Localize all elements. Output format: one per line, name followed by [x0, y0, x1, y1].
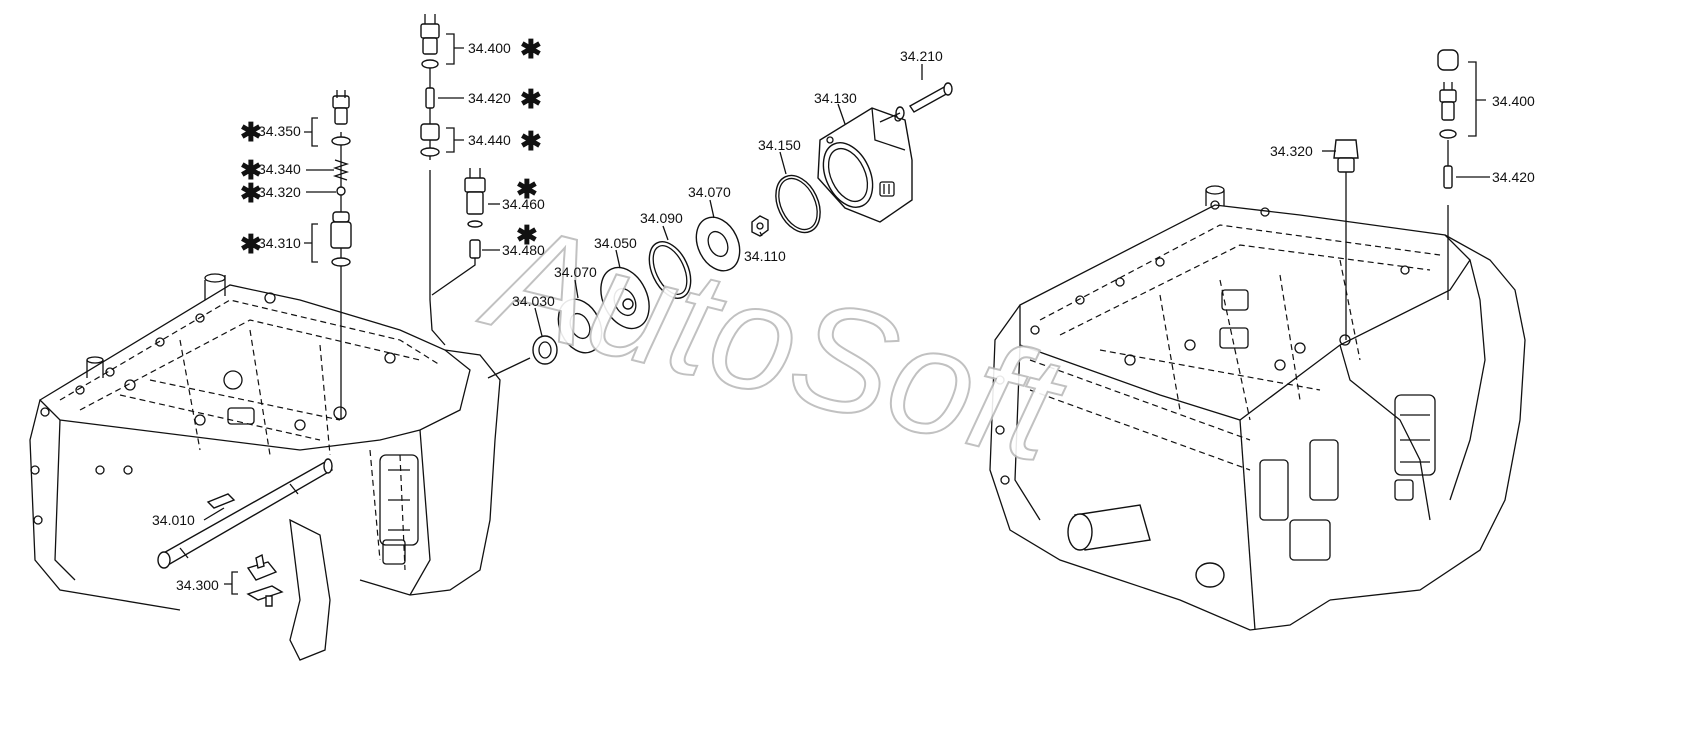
- label-34440: 34.440: [468, 132, 511, 148]
- label-34090: 34.090: [640, 210, 683, 226]
- star-icon: ✱: [240, 117, 262, 147]
- left-sensor-stack: [330, 90, 352, 420]
- label-34400-right: 34.400: [1492, 93, 1535, 109]
- label-34420-right: 34.420: [1492, 169, 1535, 185]
- label-34320-left: 34.320: [258, 184, 301, 200]
- leader-lines: [203, 33, 1490, 595]
- label-34480: 34.480: [502, 242, 545, 258]
- label-34320-right: 34.320: [1270, 143, 1313, 159]
- star-icon: ✱: [520, 84, 542, 114]
- star-icon: ✱: [240, 155, 262, 185]
- label-34400-center: 34.400: [468, 40, 511, 56]
- star-icon: ✱: [516, 220, 538, 250]
- watermark: AutoSoft: [467, 188, 1081, 495]
- star-icon: ✱: [520, 126, 542, 156]
- label-34340: 34.340: [258, 161, 301, 177]
- right-gearbox-housing: [989, 185, 1526, 631]
- left-gearbox-housing: [29, 273, 501, 661]
- part-labels: 34.400 ✱ 34.420 ✱ 34.440 ✱ ✱ 34.350 ✱ 34…: [152, 34, 1535, 593]
- label-34110: 34.110: [744, 248, 786, 264]
- label-34310: 34.310: [258, 235, 301, 251]
- label-34130: 34.130: [814, 90, 857, 106]
- center-sensor-stack: [420, 14, 486, 346]
- star-icon: ✱: [516, 174, 538, 204]
- label-34050: 34.050: [594, 235, 637, 251]
- label-34210: 34.210: [900, 48, 943, 64]
- right-sensor-parts: [1333, 49, 1459, 340]
- label-34460: 34.460: [502, 196, 545, 212]
- label-34150: 34.150: [758, 137, 801, 153]
- shift-rod: [157, 458, 334, 569]
- label-34070-a: 34.070: [554, 264, 597, 280]
- label-34070-b: 34.070: [688, 184, 731, 200]
- star-icon: ✱: [520, 34, 542, 64]
- star-icon: ✱: [240, 229, 262, 259]
- label-34300: 34.300: [176, 577, 219, 593]
- watermark-text: AutoSoft: [468, 189, 1080, 494]
- detent-parts: [206, 493, 284, 607]
- label-34030: 34.030: [512, 293, 555, 309]
- star-icon: ✱: [240, 178, 262, 208]
- label-34420-center: 34.420: [468, 90, 511, 106]
- label-34350: 34.350: [258, 123, 301, 139]
- label-34010: 34.010: [152, 512, 195, 528]
- axial-parts: [487, 82, 953, 379]
